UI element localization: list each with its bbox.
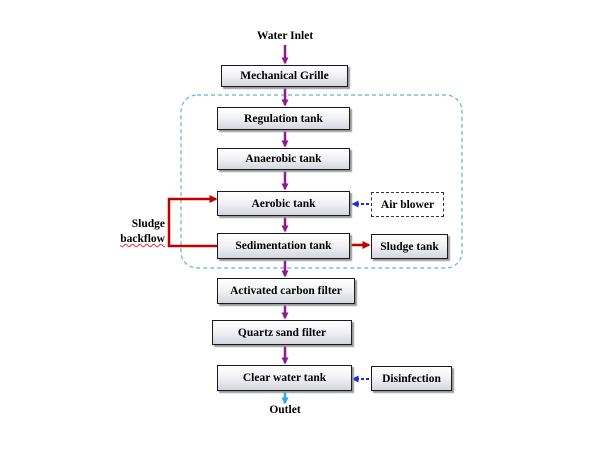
regulation-tank-box: Regulation tank <box>217 107 350 130</box>
sedimentation-tank-box: Sedimentation tank <box>217 233 350 259</box>
activated-carbon-filter-box: Activated carbon filter <box>217 278 355 304</box>
disinfection-box: Disinfection <box>371 366 452 391</box>
mechanical-grille-box: Mechanical Grille <box>221 65 348 87</box>
outlet-label: Outlet <box>269 404 301 416</box>
sludge-backflow-line1: Sludge <box>131 218 165 230</box>
air-blower-box: Air blower <box>371 192 444 217</box>
clear-water-tank-box: Clear water tank <box>217 365 352 391</box>
sludge-backflow-line2: backflow <box>120 233 165 245</box>
sludge-backflow-label: Sludge backflow <box>105 217 165 247</box>
water-inlet-label: Water Inlet <box>256 30 314 42</box>
aerobic-tank-box: Aerobic tank <box>217 191 350 216</box>
anaerobic-tank-box: Anaerobic tank <box>217 148 350 170</box>
treatment-group-outline <box>180 94 463 269</box>
quartz-sand-filter-box: Quartz sand filter <box>212 320 352 345</box>
arrow-sludge-backflow <box>167 195 218 248</box>
sludge-tank-box: Sludge tank <box>371 234 448 259</box>
